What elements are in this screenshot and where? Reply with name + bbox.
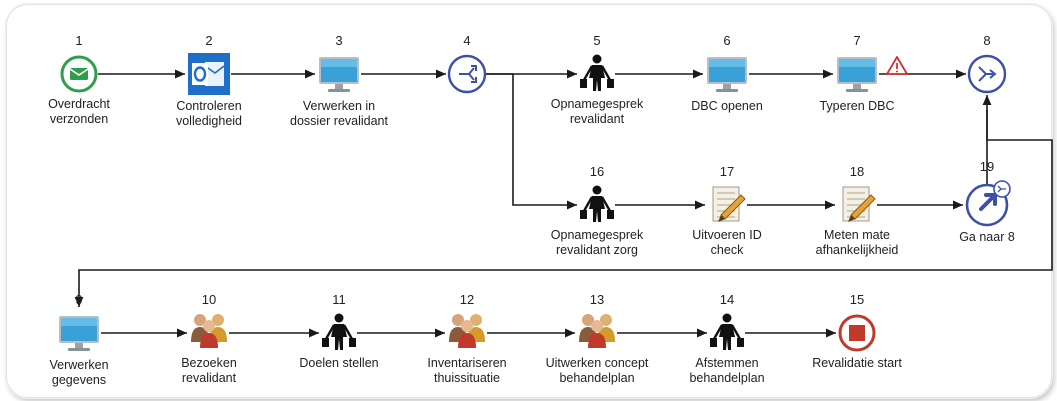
node-label-line2: verzonden: [49, 112, 109, 126]
node-label-line1: Inventariseren: [427, 356, 507, 370]
node-number: 5: [593, 33, 601, 48]
node-label-line1: Overdracht: [48, 97, 110, 111]
node-number: 11: [332, 292, 346, 307]
node-label-line1: Controleren: [176, 99, 242, 113]
node-number: 13: [589, 292, 605, 307]
node-number: 4: [463, 33, 471, 48]
node-label-line1: Afstemmen: [695, 356, 759, 370]
node-label: Ga naar 8: [912, 230, 1057, 245]
node-label-line1: Ga naar 8: [959, 230, 1015, 244]
monitor-icon[interactable]: [707, 57, 747, 92]
warning-icon: [886, 56, 908, 75]
node-label-line2: behandelplan: [559, 371, 635, 385]
person-icon[interactable]: [710, 313, 744, 351]
node-label-line1: Verwerken in: [302, 99, 376, 113]
group-icon[interactable]: [579, 314, 615, 348]
node-number: 15: [849, 292, 865, 307]
node-number: 10: [201, 292, 217, 307]
node-label-line2: behandelplan: [689, 371, 765, 385]
person-icon[interactable]: [580, 185, 614, 223]
envelope-circle-icon[interactable]: [60, 55, 98, 93]
node-number: 6: [723, 33, 731, 48]
node-number: 1: [75, 33, 83, 48]
document-pen-icon[interactable]: [712, 186, 746, 222]
node-label-line2: revalidant: [569, 112, 625, 126]
person-icon[interactable]: [322, 313, 356, 351]
node-number: 16: [589, 164, 605, 179]
node-label-line1: Verwerken: [49, 358, 109, 372]
node-label-line2: check: [710, 243, 744, 257]
goto-arrow-icon[interactable]: [965, 180, 1011, 227]
node-label-line2: revalidant zorg: [556, 243, 638, 257]
edge-n4-n16: [486, 73, 577, 210]
node-number: 18: [849, 164, 865, 179]
node-number: 8: [983, 33, 991, 48]
node-number: 17: [719, 164, 735, 179]
node-label-line1: Opnamegesprek: [550, 97, 644, 111]
node-label-line2: dossier revalidant: [290, 114, 388, 128]
node-label-line1: Opnamegesprek: [550, 228, 644, 242]
person-icon[interactable]: [580, 54, 614, 92]
node-label-line1: Bezoeken: [181, 356, 237, 370]
node-label: Revalidatie start: [782, 356, 932, 371]
node-label-line1: Revalidatie start: [812, 356, 902, 370]
node-number: 9: [75, 292, 83, 307]
node-number: 3: [335, 33, 343, 48]
monitor-icon[interactable]: [59, 316, 99, 351]
node-label: Doelen stellen: [264, 356, 414, 371]
node-label-line1: Uitwerken concept: [545, 356, 649, 370]
node-label-line2: volledigheid: [175, 114, 243, 128]
node-label: Typeren DBC: [782, 99, 932, 114]
node-label-line2: gegevens: [51, 373, 107, 387]
node-label-line1: Doelen stellen: [299, 356, 379, 370]
node-label-line2: thuissituatie: [433, 371, 500, 385]
monitor-icon[interactable]: [319, 57, 359, 92]
node-label: DBC openen: [652, 99, 802, 114]
edge-n8-n9: [74, 110, 1053, 307]
group-icon[interactable]: [449, 314, 485, 348]
node-number: 14: [719, 292, 735, 307]
node-label-line1: Typeren DBC: [819, 99, 895, 113]
outlook-icon[interactable]: [188, 53, 230, 95]
merge-gateway-icon[interactable]: [967, 54, 1007, 94]
group-icon[interactable]: [191, 314, 227, 348]
node-number: 7: [853, 33, 861, 48]
document-pen-icon[interactable]: [842, 186, 876, 222]
split-gateway-icon[interactable]: [447, 54, 487, 94]
node-number: 12: [459, 292, 475, 307]
node-label-line1: Meten mate: [823, 228, 890, 242]
node-number: 19: [979, 159, 995, 174]
monitor-icon[interactable]: [837, 57, 877, 92]
node-label-line1: DBC openen: [691, 99, 763, 113]
node-label-line2: afhankelijkheid: [815, 243, 899, 257]
stop-circle-icon[interactable]: [838, 314, 876, 352]
node-label-line1: Uitvoeren ID: [692, 228, 762, 242]
node-label-line2: revalidant: [181, 371, 237, 385]
node-number: 2: [205, 33, 213, 48]
